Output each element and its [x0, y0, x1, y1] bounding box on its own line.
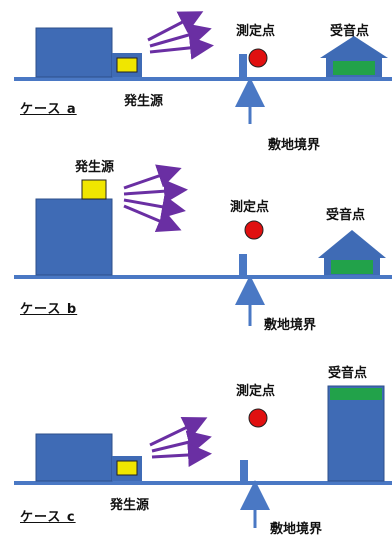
panel-case-a — [14, 11, 392, 124]
ground-line — [14, 481, 392, 485]
receiver-label: 受音点 — [328, 366, 368, 381]
receiver-house-green — [333, 61, 375, 75]
case-label: ケース b — [20, 302, 78, 317]
panel-case-b — [14, 164, 392, 326]
noise-source-marker — [116, 460, 138, 476]
boundary-wall — [240, 460, 248, 481]
sound-ray — [123, 204, 182, 233]
source-label: 発生源 — [110, 498, 150, 513]
panel-case-c — [14, 385, 392, 528]
source-building — [35, 433, 113, 482]
receiver-roof — [320, 36, 388, 58]
measure-point-label: 測定点 — [236, 384, 276, 399]
noise-source-marker — [81, 179, 107, 200]
boundary-label: 敷地境界 — [270, 522, 323, 537]
sound-ray — [149, 23, 212, 48]
boundary-label: 敷地境界 — [268, 138, 321, 153]
receiver-label: 受音点 — [330, 24, 370, 39]
ground-line — [14, 275, 392, 279]
boundary-wall — [239, 254, 247, 275]
receiver-roof — [318, 230, 386, 258]
boundary-label: 敷地境界 — [264, 318, 317, 333]
source-label: 発生源 — [75, 160, 115, 175]
sound-ray — [123, 164, 182, 190]
case-label: ケース a — [20, 102, 77, 117]
measurement-point — [244, 220, 264, 240]
receiver-label: 受音点 — [326, 208, 366, 223]
receiver-building-top — [330, 388, 382, 400]
receiver-building — [327, 385, 385, 482]
measurement-point — [248, 48, 268, 68]
source-building — [35, 198, 113, 276]
sound-ray — [123, 195, 186, 219]
measure-point-label: 測定点 — [230, 200, 270, 215]
sound-ray — [151, 430, 212, 454]
source-building — [35, 27, 113, 78]
measurement-point — [248, 408, 268, 428]
case-label: ケース c — [20, 510, 76, 525]
sound-ray — [123, 179, 188, 204]
sound-ray — [151, 443, 212, 467]
noise-source-marker — [116, 57, 138, 73]
sound-ray — [149, 416, 208, 447]
source-label: 発生源 — [124, 94, 164, 109]
sound-ray — [147, 11, 204, 42]
boundary-wall — [239, 54, 247, 77]
measure-point-label: 測定点 — [236, 24, 276, 39]
receiver-house-green — [331, 260, 373, 274]
ground-line — [14, 77, 392, 81]
sound-ray — [149, 35, 214, 60]
